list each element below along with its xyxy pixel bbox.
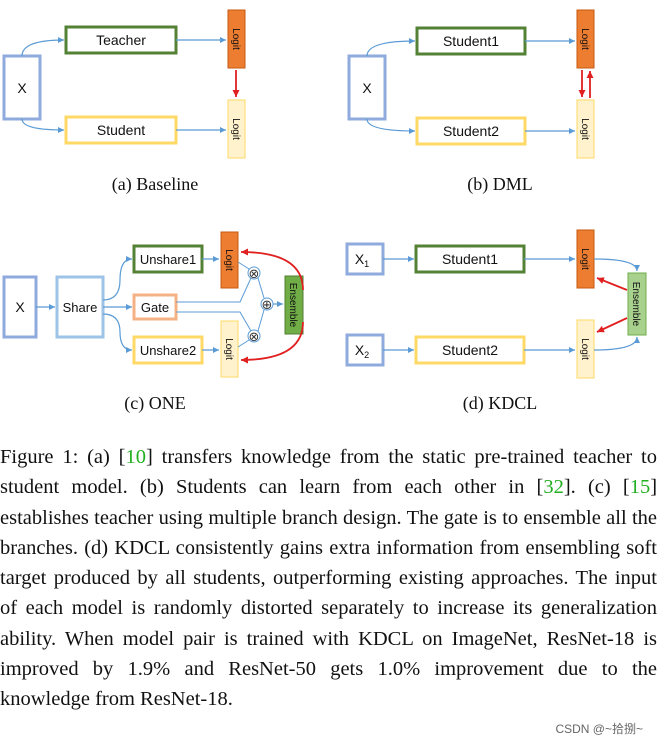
logit-student1 (576, 9, 595, 69)
panel-c-one: X Share Unshare1 Gate Unshare2 Logit Log… (2, 231, 304, 414)
input-x-label: X (15, 299, 25, 315)
gate-label: Gate (141, 300, 169, 315)
logit-student2 (576, 99, 595, 159)
logit-teacher (227, 9, 246, 69)
ensemble-box (627, 272, 647, 336)
teacher-box (64, 25, 178, 55)
panel-d-caption: (d) KDCL (463, 393, 538, 414)
student2-label: Student2 (442, 342, 498, 358)
logit-student2-label: Logit (579, 118, 590, 140)
share-box (55, 275, 105, 339)
watermark: CSDN @~拾捌~ (555, 722, 643, 736)
figure-caption: Figure 1: (a) [10] transfers knowledge f… (0, 442, 657, 715)
panel-a-baseline: X Teacher Student Logit Logit (a) Baseli… (2, 9, 246, 195)
input-x-label: X (17, 80, 27, 96)
arrow-x-student1 (366, 38, 416, 57)
arrow-gate-mult-bottom (176, 311, 252, 332)
logit-unshare1 (220, 231, 239, 289)
unshare1-label: Unshare1 (140, 252, 196, 267)
student2-box (414, 335, 526, 365)
citation-link-10[interactable]: 10 (125, 446, 146, 468)
caption-part2: ] transfers knowledge from the static pr… (0, 446, 658, 499)
input-x2-label: X2 (355, 342, 369, 360)
input-x-label: X (362, 80, 372, 96)
arrow-x-student (21, 118, 65, 133)
logit-unshare2 (220, 320, 239, 378)
arrow-logit1-mult (237, 261, 250, 270)
logit-student2 (576, 319, 595, 379)
panel-c-caption: (c) ONE (124, 393, 185, 414)
logit-unshare1-label: Logit (223, 249, 234, 271)
logit-unshare2-label: Logit (223, 338, 234, 360)
logit-student1-label: Logit (579, 28, 590, 50)
arrow-ensemble-logit1 (596, 277, 628, 291)
arrow-ensemble-logit1 (240, 248, 304, 291)
teacher-label: Teacher (96, 32, 146, 48)
arrow-ensemble-logit2 (240, 321, 304, 364)
arrow-x-student2 (366, 118, 416, 134)
multiply-node-top (247, 266, 261, 280)
student-box (64, 115, 178, 145)
share-label: Share (63, 300, 98, 315)
arrow-logit1-ensemble (593, 258, 640, 272)
student1-label: Student1 (442, 251, 498, 267)
student1-box (415, 26, 527, 56)
input-x-box (2, 275, 38, 339)
arrow-x-teacher (21, 37, 65, 57)
unshare2-box (132, 335, 204, 365)
arrow-ensemble-logit2 (596, 317, 628, 333)
multiply-symbol-bottom: ⊗ (249, 330, 260, 345)
arrow-logit2-mult (237, 339, 250, 348)
arrow-mult-add-top (257, 277, 265, 299)
add-symbol: ⊕ (262, 298, 273, 313)
logit-teacher-label: Logit (230, 28, 241, 50)
arrow-share-unshare2 (102, 313, 133, 353)
caption-part4: ] establishes teacher using multiple bra… (0, 476, 658, 711)
student2-box (415, 116, 527, 146)
unshare1-box (132, 244, 204, 274)
panel-b-dml: X Student1 Student2 Logit Logit (b) DML (347, 9, 595, 195)
logit-student (227, 99, 246, 159)
arrow-gate-mult-top (176, 277, 252, 303)
multiply-node-bottom (247, 329, 261, 343)
gate-box (132, 293, 178, 321)
student1-label: Student1 (443, 33, 499, 49)
logit-student-label: Logit (230, 118, 241, 140)
input-x1-label: X1 (355, 251, 369, 269)
student2-label: Student2 (443, 123, 499, 139)
panel-a-caption: (a) Baseline (112, 174, 198, 195)
citation-link-32[interactable]: 32 (543, 476, 564, 499)
multiply-symbol-top: ⊗ (249, 267, 260, 282)
arrow-logit2-ensemble (593, 336, 640, 351)
citation-link-15[interactable]: 15 (629, 476, 651, 499)
arrow-share-unshare1 (102, 256, 133, 301)
ensemble-label: Ensemble (287, 283, 298, 328)
ensemble-box (284, 275, 304, 335)
caption-part3: ]. (c) [ (563, 476, 630, 499)
logit-student1-label: Logit (579, 248, 590, 270)
figure-diagram: X Teacher Student Logit Logit (a) Baseli… (2, 9, 647, 414)
panel-b-caption: (b) DML (467, 174, 533, 195)
unshare2-label: Unshare2 (140, 343, 196, 358)
panel-d-kdcl: X1 X2 Student1 Student2 Logit Logit Ense… (345, 229, 647, 414)
caption-prefix: Figure 1: (a) [ (0, 446, 126, 468)
student-label: Student (97, 122, 145, 138)
logit-student2-label: Logit (579, 338, 590, 360)
arrow-mult-add-bottom (257, 309, 265, 332)
student1-box (414, 244, 526, 274)
ensemble-label: Ensemble (630, 282, 641, 327)
